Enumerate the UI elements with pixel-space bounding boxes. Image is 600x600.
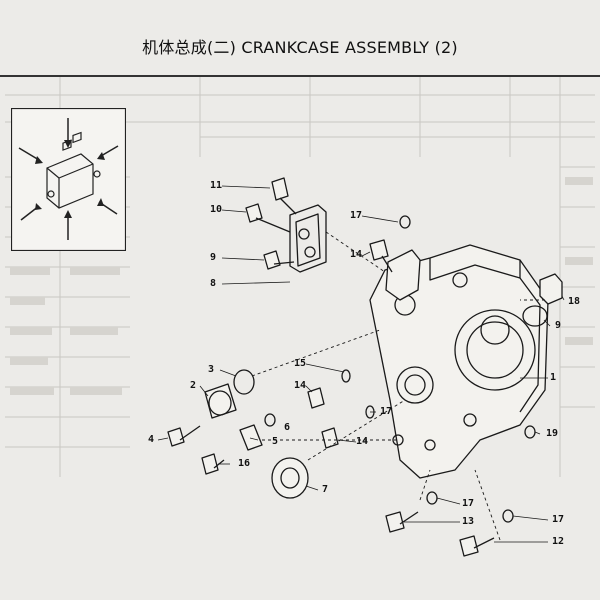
callout-12: 12 <box>552 536 565 547</box>
callout-14: 14 <box>350 249 363 260</box>
title-rule <box>0 75 600 77</box>
callout-9: 9 <box>555 320 562 331</box>
orientation-inset <box>11 108 126 251</box>
callout-2: 2 <box>190 380 197 391</box>
callout-9: 9 <box>210 252 217 263</box>
callout-1: 1 <box>550 372 557 383</box>
callout-16: 16 <box>238 458 251 469</box>
callout-6: 6 <box>284 422 291 433</box>
page-title: 机体总成(二) CRANKCASE ASSEMBLY (2) <box>142 38 458 57</box>
callout-11: 11 <box>210 180 223 191</box>
callout-17: 17 <box>552 514 565 525</box>
callout-17: 17 <box>380 406 393 417</box>
callout-4: 4 <box>148 434 155 445</box>
callout-5: 5 <box>272 436 279 447</box>
callout-8: 8 <box>210 278 217 289</box>
callout-17: 17 <box>350 210 363 221</box>
callout-10: 10 <box>210 204 223 215</box>
callout-3: 3 <box>208 364 215 375</box>
callout-14: 14 <box>356 436 369 447</box>
callout-15: 15 <box>294 358 307 369</box>
callout-18: 18 <box>568 296 581 307</box>
callout-17: 17 <box>462 498 475 509</box>
exploded-view-drawing <box>157 177 565 557</box>
callout-19: 19 <box>546 428 559 439</box>
callout-7: 7 <box>322 484 329 495</box>
callout-13: 13 <box>462 516 475 527</box>
callout-14: 14 <box>294 380 307 391</box>
